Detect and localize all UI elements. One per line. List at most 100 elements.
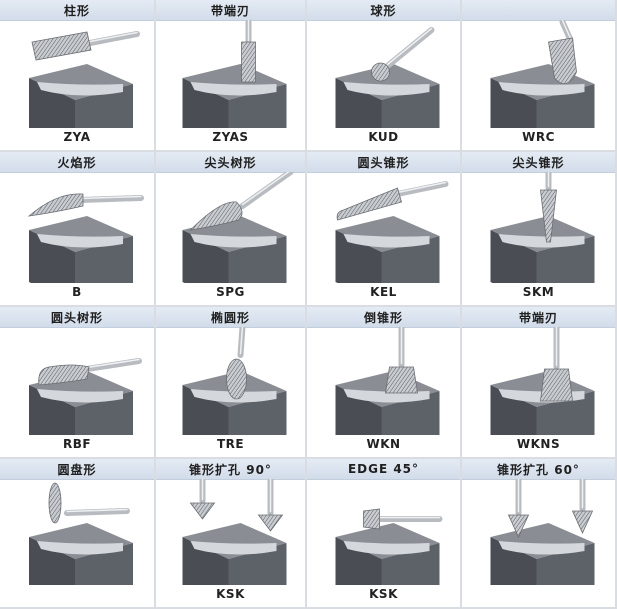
ball-burr-head — [371, 62, 390, 82]
workpiece-front-face — [490, 385, 537, 435]
model-code: TRE — [216, 437, 245, 451]
countersink-90-burr-head — [189, 502, 216, 520]
shank-highlight — [386, 27, 433, 66]
cylinder-end-cut-burr-head — [241, 41, 256, 83]
burr-card-kel: 圆头锥形 KEL — [307, 152, 462, 307]
countersink-60-burr-head — [507, 514, 530, 538]
card-title: EDGE 45° — [347, 462, 420, 476]
model-code: SKM — [522, 285, 555, 299]
model-code: RBF — [62, 437, 92, 451]
machined-groove — [37, 234, 123, 248]
tool-shank — [84, 358, 142, 372]
inverted-cone-end-cut-burr-head — [540, 368, 573, 402]
card-title: 椭圆形 — [210, 310, 250, 325]
burr-card-tre: 椭圆形 TRE — [156, 307, 307, 459]
countersink-90-burr-head-2 — [257, 514, 284, 532]
burr-illustration — [182, 479, 287, 585]
card-title-bar: 球形 — [307, 0, 460, 21]
shank-highlight — [66, 508, 128, 513]
workpiece-side-face — [536, 543, 595, 585]
workpiece-side-face — [75, 543, 133, 585]
shank-highlight — [84, 31, 138, 44]
model-code: KEL — [370, 285, 397, 299]
tool-shank — [394, 181, 449, 197]
burr-card-wrc: WRC — [462, 0, 617, 152]
model-code: ZYA — [63, 130, 91, 144]
edge-45-burr-head — [363, 508, 380, 530]
workpiece-front-face — [182, 230, 229, 283]
workpiece-front-face — [182, 78, 229, 128]
workpiece-front-face — [29, 537, 75, 585]
card-title: 圆头树形 — [50, 310, 103, 325]
card-title: 圆盘形 — [57, 462, 97, 477]
shank-highlight — [239, 327, 244, 355]
workpiece-side-face — [536, 84, 595, 128]
machined-groove — [343, 82, 430, 96]
machined-groove — [498, 82, 585, 96]
card-title: 圆头锥形 — [357, 155, 410, 170]
card-title-bar: 尖头树形 — [156, 152, 305, 173]
burr-illustration — [490, 479, 595, 585]
machined-groove — [190, 234, 277, 248]
shank-highlight — [561, 20, 572, 40]
workpiece-front-face — [29, 385, 75, 435]
workpiece-side-face — [381, 391, 440, 435]
machined-groove — [498, 234, 585, 248]
card-title-bar: 锥形扩孔 60° — [462, 459, 615, 480]
model-code: WKNS — [516, 437, 561, 451]
workpiece-side-face — [381, 543, 440, 585]
burr-illustration — [335, 27, 440, 128]
card-title: 火焰形 — [57, 155, 97, 170]
burr-card-ksk: EDGE 45° KSK — [307, 459, 462, 609]
machined-groove — [190, 82, 277, 96]
burr-card-skm: 尖头锥形 SKM — [462, 152, 617, 307]
card-title-bar: 柱形 — [0, 0, 154, 21]
burr-illustration — [182, 172, 294, 283]
workpiece-front-face — [335, 537, 382, 585]
round-nose-cone-burr-head — [336, 187, 402, 221]
oval-burr-head — [226, 358, 247, 400]
card-title-bar: 尖头锥形 — [462, 152, 615, 173]
pointed-cone-burr-head — [540, 189, 557, 243]
machined-groove — [37, 389, 123, 403]
burr-card-kud: 球形 KUD — [307, 0, 462, 152]
burr-illustration — [490, 327, 595, 435]
inverted-cone-burr-head — [385, 366, 418, 394]
card-title-bar: 圆盘形 — [0, 459, 154, 480]
workpiece-side-face — [228, 543, 287, 585]
tool-shank — [384, 27, 435, 69]
machined-groove — [37, 82, 123, 96]
model-code: WKN — [366, 437, 401, 451]
card-title-bar: 圆头锥形 — [307, 152, 460, 173]
burr-illustration — [27, 193, 144, 283]
burr-illustration — [490, 172, 595, 283]
burr-illustration — [335, 181, 449, 283]
card-title-bar: 椭圆形 — [156, 307, 305, 328]
shank-highlight — [86, 358, 140, 369]
tool-shank — [82, 31, 140, 47]
countersink-60-burr-head-2 — [571, 510, 594, 534]
workpiece-side-face — [381, 84, 440, 128]
burr-illustration — [490, 20, 595, 128]
model-code: SPG — [216, 285, 245, 299]
card-title: 锥形扩孔 60° — [497, 462, 580, 477]
workpiece-side-face — [536, 391, 595, 435]
model-code: KUD — [368, 130, 399, 144]
card-title: 柱形 — [63, 3, 90, 18]
tool-shank — [78, 195, 144, 203]
model-code: KSK — [369, 587, 398, 601]
card-title: 尖头锥形 — [512, 155, 565, 170]
pointed-tree-burr-head — [189, 201, 243, 231]
card-title-bar: 火焰形 — [0, 152, 154, 173]
workpiece-side-face — [75, 84, 133, 128]
cylinder-burr-head — [31, 31, 92, 61]
burr-card-ksk: 锥形扩孔 90°KSK — [156, 459, 307, 609]
model-code: KSK — [216, 587, 245, 601]
workpiece-side-face — [228, 84, 287, 128]
burr-card-rbf: 圆头树形 RBF — [0, 307, 156, 459]
workpiece-front-face — [182, 385, 229, 435]
workpiece-side-face — [75, 236, 133, 283]
